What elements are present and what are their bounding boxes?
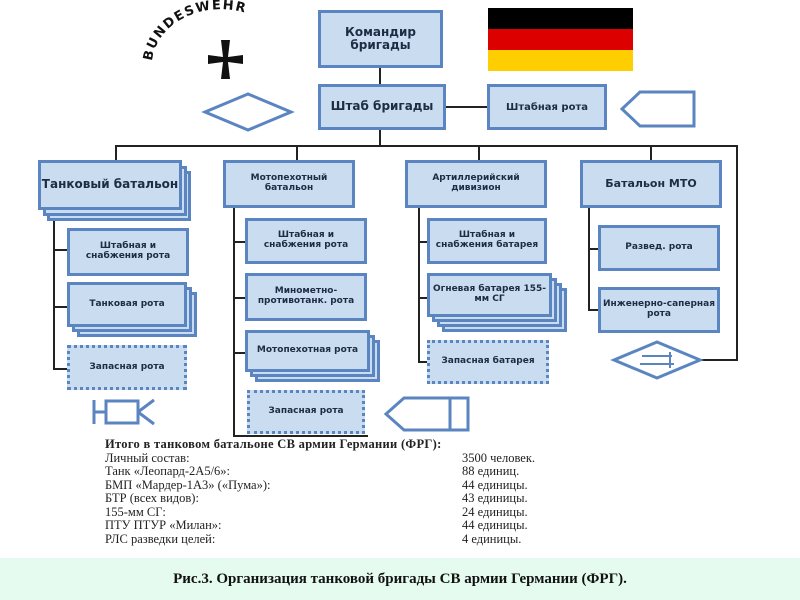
art-hq-supply-box: Штабная и снабжения батарея bbox=[427, 218, 547, 264]
line-motor-h1 bbox=[233, 241, 245, 243]
summary-block: Итого в танковом батальоне СВ армии Герм… bbox=[105, 437, 585, 547]
tank-company-label: Танковая рота bbox=[89, 298, 165, 309]
summary-label: РЛС разведки целей: bbox=[105, 531, 216, 546]
commander-box: Командир бригады bbox=[318, 10, 443, 68]
logistics-diamond-symbol bbox=[610, 340, 704, 380]
tank-battalion-symbol bbox=[92, 398, 155, 426]
motor-mortar-at-box: Минометно-противотанк. рота bbox=[245, 273, 367, 321]
motor-company-box: Мотопехотная рота bbox=[245, 330, 370, 372]
art-fire-battery-label: Огневая батарея 155-мм СГ bbox=[433, 284, 546, 304]
hq-company-box: Штабная рота bbox=[487, 84, 607, 130]
engineer-company-label: Инженерно-саперная рота bbox=[603, 299, 715, 319]
line-tank-h1 bbox=[53, 249, 67, 251]
artillery-division-box: Артиллерийский дивизион bbox=[405, 160, 547, 208]
line-motor-bottom bbox=[233, 435, 368, 437]
summary-value: 43 единицы. bbox=[462, 491, 528, 505]
line-tank-col bbox=[53, 200, 55, 370]
bundeswehr-logo-text: BUNDESWEHR bbox=[141, 0, 248, 62]
line-art-h2 bbox=[418, 297, 427, 299]
art-fire-battery-box: Огневая батарея 155-мм СГ bbox=[427, 273, 552, 317]
art-reserve-label: Запасная батарея bbox=[441, 356, 535, 367]
motor-battalion-label: Мотопехотный батальон bbox=[250, 173, 328, 193]
summary-label: Личный состав: bbox=[105, 450, 190, 465]
summary-label: Танк «Леопард-2А5/6»: bbox=[105, 464, 231, 478]
logistics-battalion-box: Батальон МТО bbox=[580, 160, 722, 208]
line-motor-col bbox=[233, 200, 235, 436]
motor-reserve-label: Запасная рота bbox=[268, 406, 344, 417]
art-reserve-box: Запасная батарея bbox=[427, 340, 549, 384]
motor-mortar-at-label: Минометно-противотанк. рота bbox=[257, 286, 355, 306]
line-art-h1 bbox=[418, 241, 427, 243]
summary-row: Танк «Леопард-2А5/6»: 88 единиц. bbox=[105, 464, 585, 479]
hq-diamond-symbol bbox=[201, 92, 295, 132]
line-art-col bbox=[418, 200, 420, 363]
line-right-to-diamond bbox=[700, 359, 738, 361]
line-down-art bbox=[478, 145, 480, 161]
artillery-division-label: Артиллерийский дивизион bbox=[432, 173, 520, 193]
line-mto-h2 bbox=[588, 309, 598, 311]
hq-company-label: Штабная рота bbox=[505, 101, 588, 113]
line-motor-h3 bbox=[233, 352, 245, 354]
line-hq-hqco bbox=[445, 106, 487, 108]
line-down-tank bbox=[115, 145, 117, 161]
motor-battalion-symbol bbox=[383, 396, 470, 432]
motor-hq-supply-box: Штабная и снабжения рота bbox=[245, 218, 367, 264]
line-mto-h1 bbox=[588, 248, 598, 250]
motor-reserve-box: Запасная рота bbox=[247, 390, 365, 434]
summary-value: 88 единиц. bbox=[462, 464, 520, 478]
hq-label: Штаб бригады bbox=[330, 99, 434, 114]
tank-battalion-box: Танковый батальон bbox=[38, 160, 182, 210]
summary-row: БМП «Мардер-1А3» («Пума»): 44 единицы. bbox=[105, 477, 585, 493]
tank-reserve-box: Запасная рота bbox=[67, 345, 187, 390]
summary-row: 155-мм СГ: 24 единицы. bbox=[105, 504, 585, 520]
motor-company-label: Мотопехотная рота bbox=[256, 345, 359, 356]
art-hq-supply-label: Штабная и снабжения батарея bbox=[435, 230, 539, 250]
line-horizontal-main bbox=[115, 145, 737, 147]
summary-value: 44 единицы. bbox=[462, 477, 528, 492]
line-down-motor bbox=[296, 145, 298, 161]
line-tank-h3 bbox=[53, 368, 67, 370]
summary-title: Итого в танковом батальоне СВ армии Герм… bbox=[105, 437, 442, 451]
summary-value: 4 единицы. bbox=[462, 531, 522, 546]
summary-row: РЛС разведки целей: 4 единицы. bbox=[105, 531, 585, 547]
line-tank-h2 bbox=[53, 306, 67, 308]
caption-bar bbox=[0, 558, 800, 600]
commander-label: Командир бригады bbox=[345, 24, 416, 52]
line-right-vertical bbox=[736, 145, 738, 360]
motor-battalion-box: Мотопехотный батальон bbox=[223, 160, 355, 208]
line-cmd-hq bbox=[379, 68, 381, 84]
summary-value: 44 единицы. bbox=[462, 518, 528, 532]
summary-value: 24 единицы. bbox=[462, 504, 528, 519]
figure-caption: Рис.3. Организация танковой бригады СВ а… bbox=[173, 571, 627, 587]
line-down-mto bbox=[650, 145, 652, 161]
recon-company-label: Развед. рота bbox=[625, 242, 693, 253]
summary-row: БТР (всех видов): 43 единицы. bbox=[105, 491, 585, 506]
logistics-battalion-label: Батальон МТО bbox=[605, 176, 697, 190]
hq-box: Штаб бригады bbox=[318, 84, 446, 130]
iron-cross-icon bbox=[208, 40, 243, 79]
tank-hq-supply-label: Штабная и снабжения рота bbox=[85, 241, 171, 261]
summary-row: ПТУ ПТУР «Милан»: 44 единицы. bbox=[105, 518, 585, 533]
summary-label: ПТУ ПТУР «Милан»: bbox=[105, 518, 222, 532]
line-mto-col bbox=[588, 200, 590, 310]
line-hq-down bbox=[379, 128, 381, 146]
german-flag bbox=[488, 8, 633, 71]
tank-battalion-label: Танковый батальон bbox=[41, 177, 179, 192]
hq-arrow-symbol bbox=[619, 90, 696, 128]
summary-row: Личный состав: 3500 человек. bbox=[105, 450, 585, 466]
line-art-h3 bbox=[418, 361, 427, 363]
tank-company-box: Танковая рота bbox=[67, 282, 187, 327]
summary-label: БМП «Мардер-1А3» («Пума»): bbox=[105, 477, 271, 492]
motor-hq-supply-label: Штабная и снабжения рота bbox=[263, 230, 349, 250]
tank-hq-supply-box: Штабная и снабжения рота bbox=[67, 228, 189, 276]
summary-label: 155-мм СГ: bbox=[105, 504, 166, 519]
bundeswehr-logo: BUNDESWEHR bbox=[141, 0, 247, 79]
line-motor-h2 bbox=[233, 297, 245, 299]
tank-reserve-label: Запасная рота bbox=[89, 361, 165, 372]
recon-company-box: Развед. рота bbox=[598, 225, 720, 271]
summary-value: 3500 человек. bbox=[462, 450, 536, 465]
summary-label: БТР (всех видов): bbox=[105, 491, 199, 505]
engineer-company-box: Инженерно-саперная рота bbox=[598, 287, 720, 333]
